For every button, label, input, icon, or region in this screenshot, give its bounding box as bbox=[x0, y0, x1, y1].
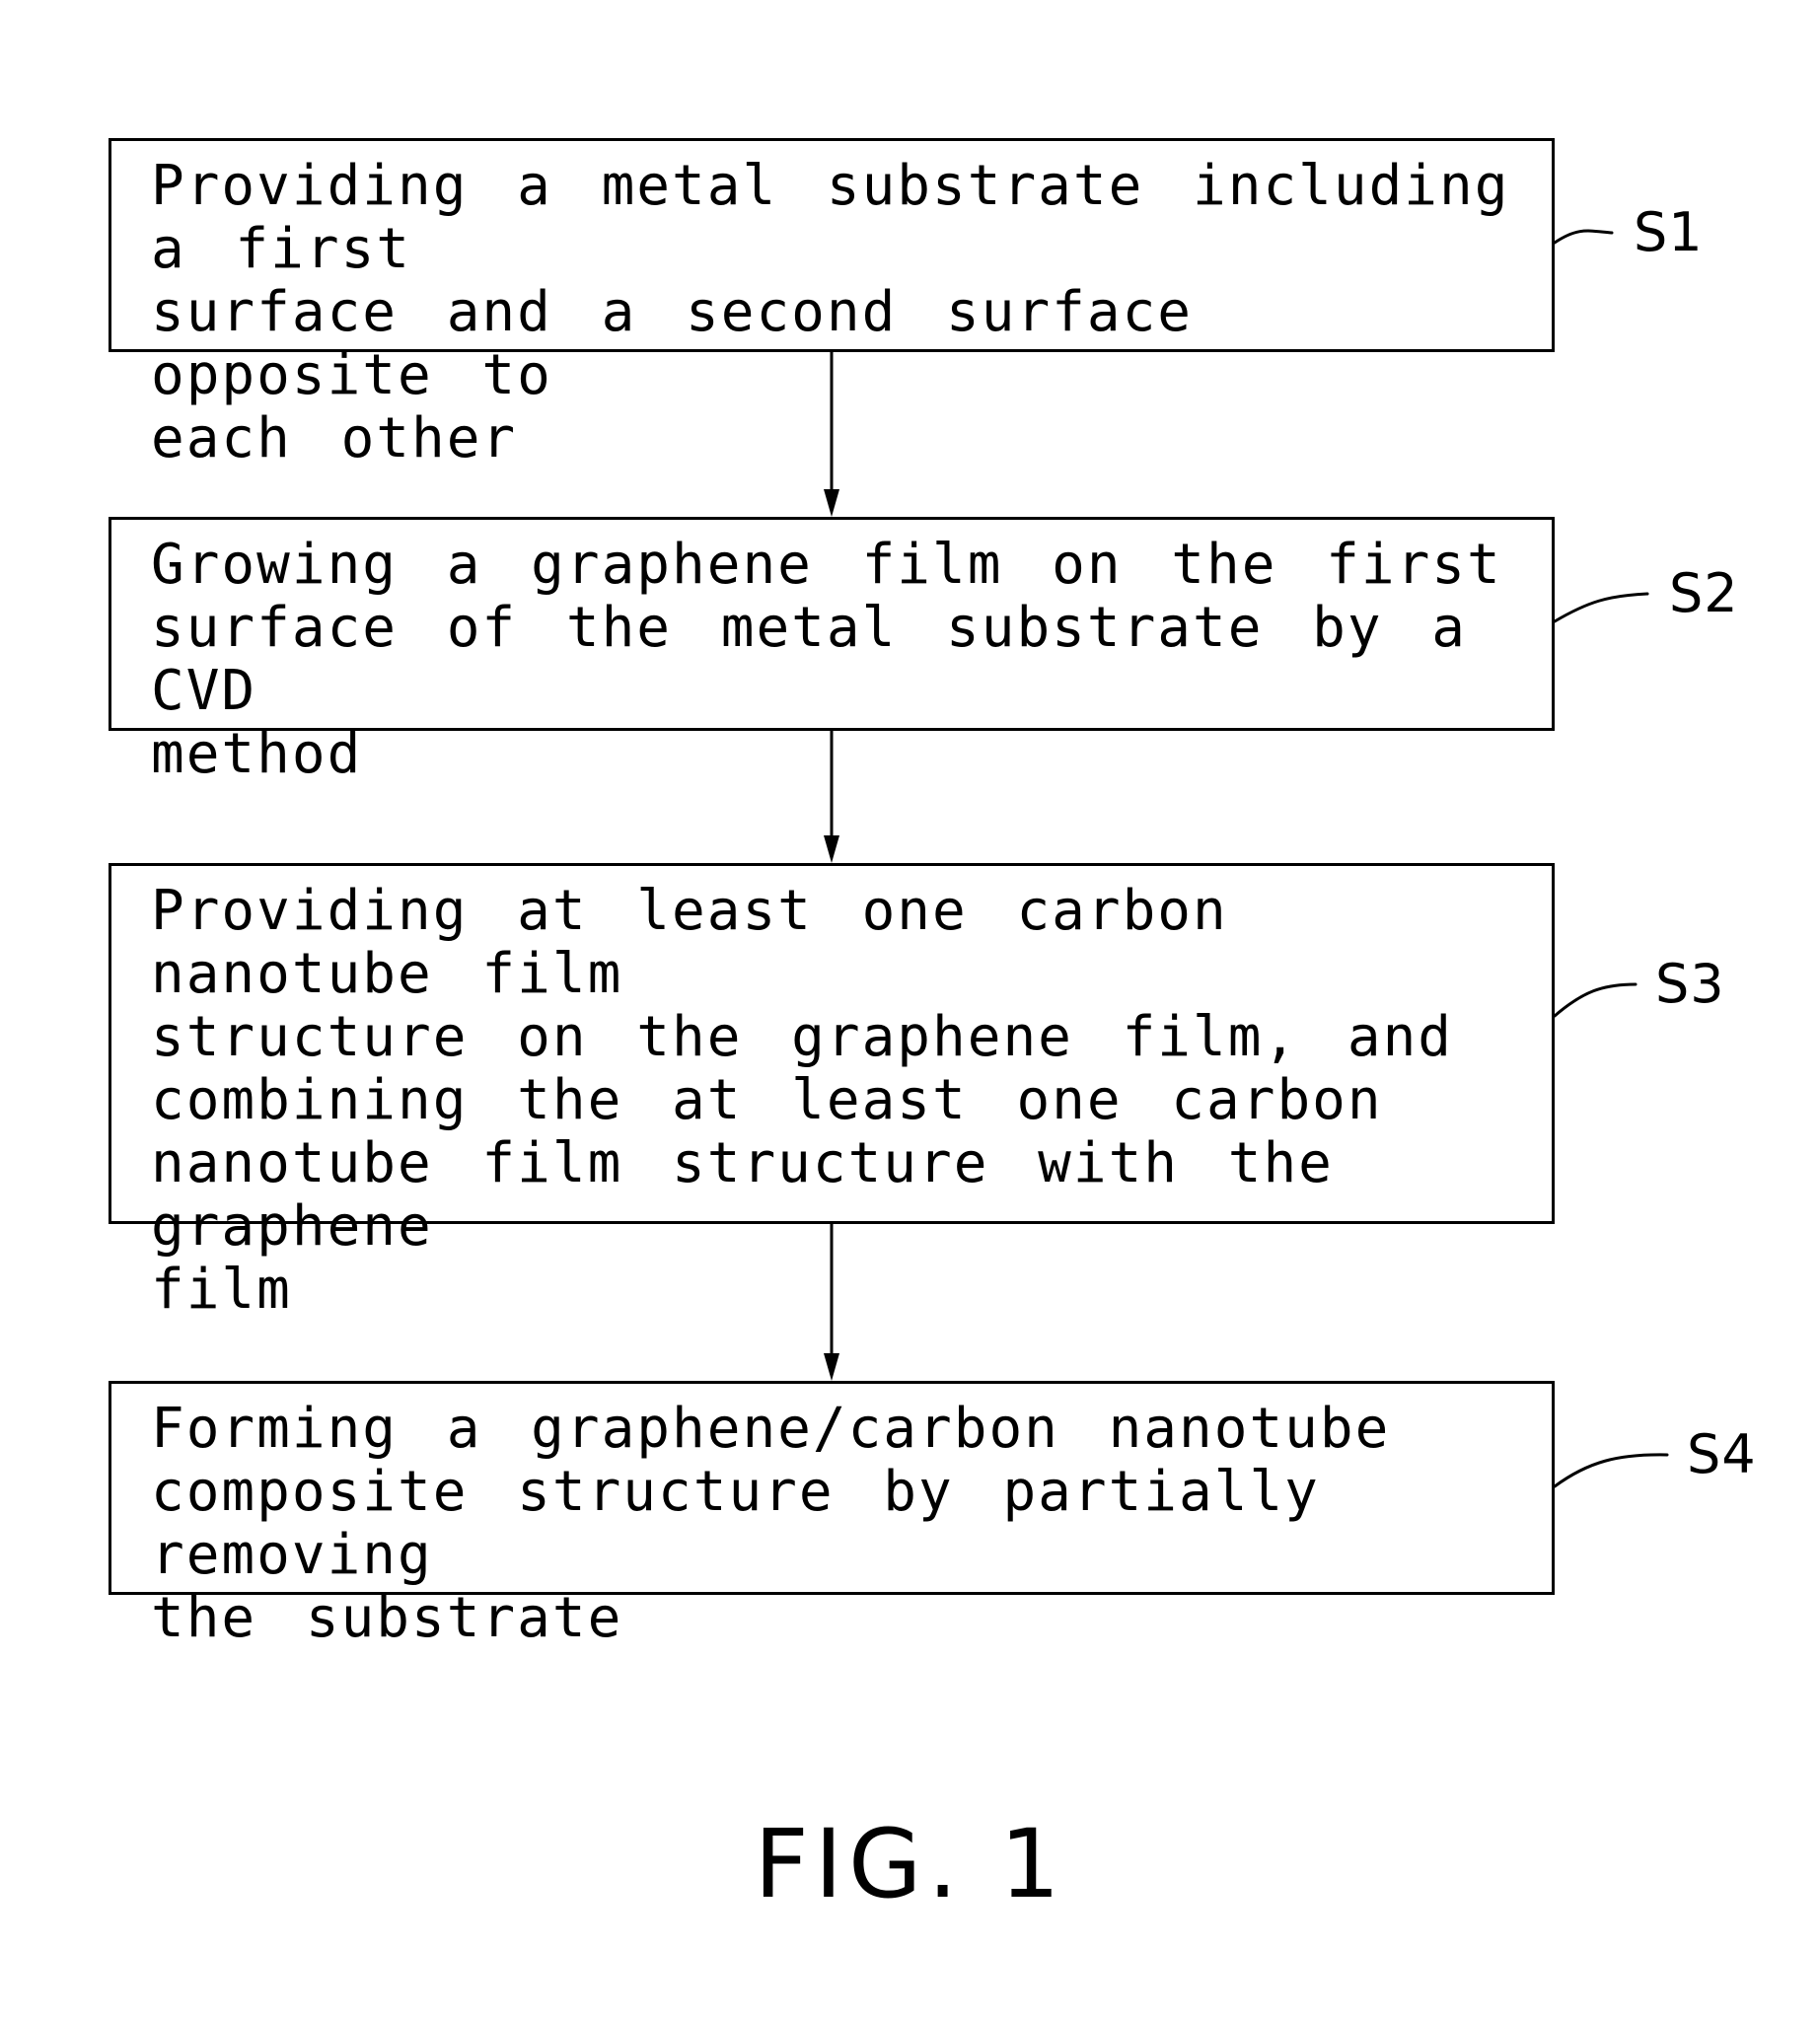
step-text-s1: Providing a metal substrate including a … bbox=[151, 155, 1512, 470]
leader-line-s3 bbox=[1555, 984, 1636, 1016]
step-id-s2: S2 bbox=[1669, 564, 1739, 623]
step-id-s1: S1 bbox=[1634, 203, 1704, 262]
leader-line-s2 bbox=[1555, 594, 1647, 621]
step-box-s2: Growing a graphene film on the first sur… bbox=[109, 517, 1555, 731]
step-text-s2: Growing a graphene film on the first sur… bbox=[151, 534, 1512, 786]
arrow-s3-s4-head bbox=[824, 1353, 839, 1381]
step-text-s3: Providing at least one carbon nanotube f… bbox=[151, 880, 1512, 1322]
arrow-s2-s3-head bbox=[824, 835, 839, 863]
step-box-s1: Providing a metal substrate including a … bbox=[109, 138, 1555, 352]
step-box-s4: Forming a graphene/carbon nanotube compo… bbox=[109, 1381, 1555, 1595]
leader-line-s4 bbox=[1555, 1455, 1667, 1486]
leader-line-s1 bbox=[1555, 231, 1612, 243]
step-text-s4: Forming a graphene/carbon nanotube compo… bbox=[151, 1398, 1512, 1650]
arrow-s1-s2-head bbox=[824, 489, 839, 517]
step-id-s3: S3 bbox=[1655, 955, 1725, 1014]
step-box-s3: Providing at least one carbon nanotube f… bbox=[109, 863, 1555, 1224]
figure-label: FIG. 1 bbox=[0, 1810, 1820, 1918]
step-id-s4: S4 bbox=[1687, 1425, 1757, 1484]
